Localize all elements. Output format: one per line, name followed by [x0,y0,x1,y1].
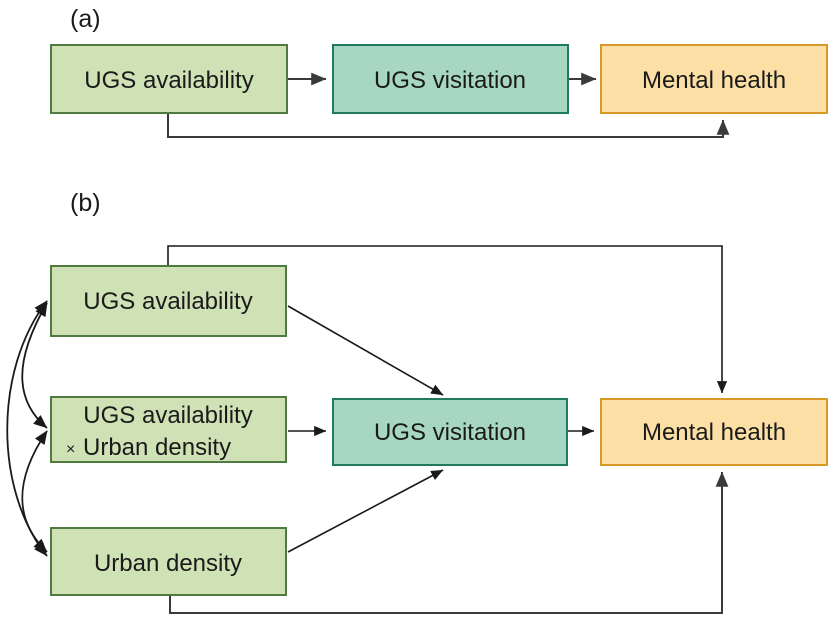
node-a-ugs-availability-label: UGS availability [84,67,253,94]
edge-b-urban-density-to-visitation [287,469,444,553]
node-b-ugs-availability-label: UGS availability [83,288,252,315]
node-b-interaction[interactable]: UGS availability × Urban density [50,396,287,463]
edge-b-availability-to-visitation [287,305,444,396]
edge-b-availability-to-mental-health [167,245,728,394]
node-a-ugs-availability[interactable]: UGS availability [50,44,288,114]
node-b-urban-density-label: Urban density [94,550,242,577]
node-b-interaction-multiply-symbol: × [66,441,75,458]
panel-b: (b) [6,189,828,614]
node-a-ugs-visitation[interactable]: UGS visitation [332,44,569,114]
node-b-mental-health-label: Mental health [642,419,786,446]
edge-b-cov-availability-urban-density [6,300,48,557]
panel-b-label: (b) [70,189,101,217]
node-b-mental-health-box[interactable] [600,398,828,466]
node-b-interaction-label-line2: Urban density [83,434,231,461]
panel-a: (a) UGS availability UGS visitation Ment… [50,5,828,138]
node-a-mental-health[interactable]: Mental health [600,44,828,114]
node-b-ugs-visitation-box[interactable] [332,398,568,466]
panel-a-label: (a) [70,5,101,33]
edge-b-cov-availability-interaction [21,302,48,429]
node-a-ugs-availability-box[interactable] [50,44,288,114]
node-b-interaction-label-line1: UGS availability [83,402,252,429]
edge-b-cov-interaction-urban-density [21,430,48,553]
node-b-ugs-availability-box[interactable] [50,265,287,337]
node-b-interaction-box[interactable] [50,396,287,463]
node-a-ugs-visitation-box[interactable] [332,44,569,114]
node-b-ugs-visitation[interactable]: UGS visitation [332,398,568,466]
node-b-urban-density[interactable]: Urban density [50,527,287,596]
node-b-ugs-availability[interactable]: UGS availability [50,265,287,337]
node-b-mental-health[interactable]: Mental health [600,398,828,466]
node-a-mental-health-box[interactable] [600,44,828,114]
node-a-ugs-visitation-label: UGS visitation [374,67,526,94]
panel-a-edges [167,72,730,138]
edge-a-availability-to-mental-health [167,113,730,138]
node-b-ugs-visitation-label: UGS visitation [374,419,526,446]
panel-b-edges [6,245,729,614]
edge-b-urban-density-to-mental-health [169,471,729,614]
node-b-urban-density-box[interactable] [50,527,287,596]
node-a-mental-health-label: Mental health [642,67,786,94]
